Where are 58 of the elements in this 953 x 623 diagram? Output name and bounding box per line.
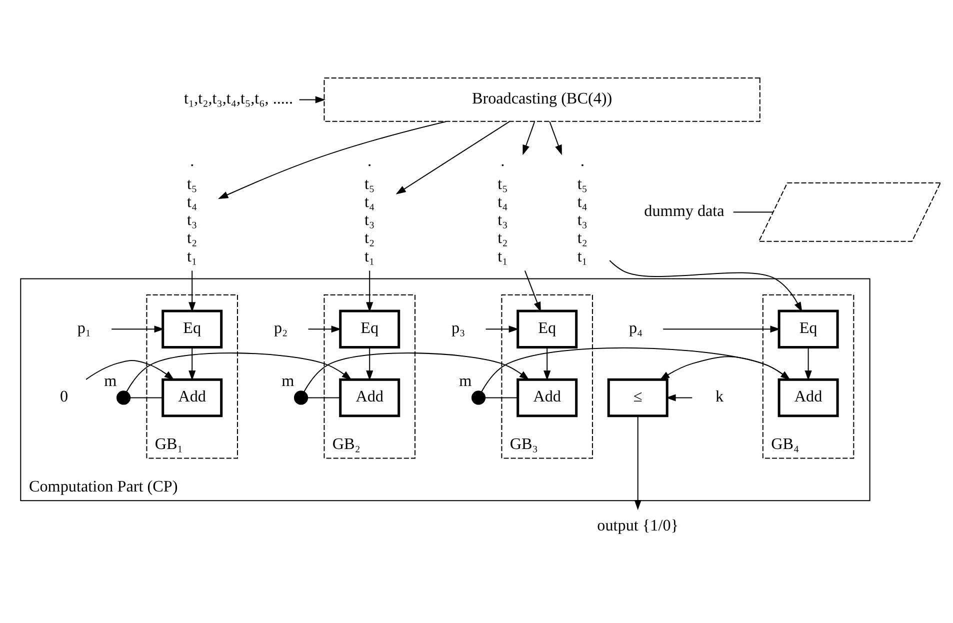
node-box: Broadcasting (BC(4)): [324, 78, 760, 122]
arrow: [304, 352, 530, 392]
node-text: p₄: [629, 320, 643, 337]
arrow: [804, 348, 812, 381]
arrow: [549, 121, 562, 156]
node-circle: [294, 390, 308, 405]
node-circle: [471, 390, 486, 405]
node-text: dummy data: [644, 202, 724, 220]
node-box: Eq: [516, 310, 578, 349]
arrow: [486, 326, 519, 333]
node-text: · t₅ t₄ t₃ t₂ t₁: [187, 158, 198, 266]
arrow: [218, 120, 446, 199]
node-text: t₁,t₂,t₃,t₄,t₅,t₆, .....: [184, 90, 293, 108]
node-box: Eq: [778, 310, 839, 349]
arrow: [188, 348, 196, 381]
connector: [733, 212, 773, 213]
node-box: Eq: [339, 310, 400, 349]
node-box: Add: [339, 378, 400, 418]
node-polygon: [758, 182, 942, 242]
arrow: [112, 326, 164, 333]
node-text: p₂: [274, 320, 288, 337]
arrow: [396, 121, 510, 194]
arrow: [299, 96, 326, 104]
arrow: [188, 270, 196, 312]
node-label: m: [104, 372, 117, 390]
arrow: [366, 270, 374, 312]
node-box: Eq: [162, 310, 223, 349]
connector: [308, 397, 340, 398]
connector: [485, 397, 518, 398]
node-text: · t₅ t₄ t₃ t₂ t₁: [577, 158, 588, 266]
arrow: [481, 347, 791, 392]
arrow: [609, 260, 802, 312]
node-text: · t₅ t₄ t₃ t₂ t₁: [364, 158, 375, 266]
arrow: [86, 360, 174, 380]
node-box: Add: [162, 378, 223, 418]
node-label: m: [282, 372, 294, 390]
arrow: [366, 348, 374, 381]
arrow: [308, 326, 342, 333]
arrow: [126, 352, 352, 392]
arrow: [660, 356, 790, 380]
arrow: [544, 348, 551, 381]
node-circle: [116, 390, 131, 405]
node-box: Add: [778, 378, 839, 418]
node-box: Add: [516, 378, 578, 418]
node-text: · t₅ t₄ t₃ t₂ t₁: [498, 158, 508, 266]
node-text: p₁: [77, 320, 92, 337]
node-text: p₃: [452, 320, 466, 337]
arrow: [666, 394, 692, 402]
arrow: [522, 121, 536, 156]
node-label: m: [459, 372, 472, 390]
node-box: ≤: [607, 378, 668, 418]
node-text: k: [716, 388, 724, 406]
connector: [130, 397, 163, 398]
arrow: [634, 416, 642, 510]
arrow: [524, 270, 541, 312]
arrow: [663, 326, 780, 333]
node-text: 0: [60, 388, 68, 406]
node-text: output {1/0}: [597, 518, 679, 535]
